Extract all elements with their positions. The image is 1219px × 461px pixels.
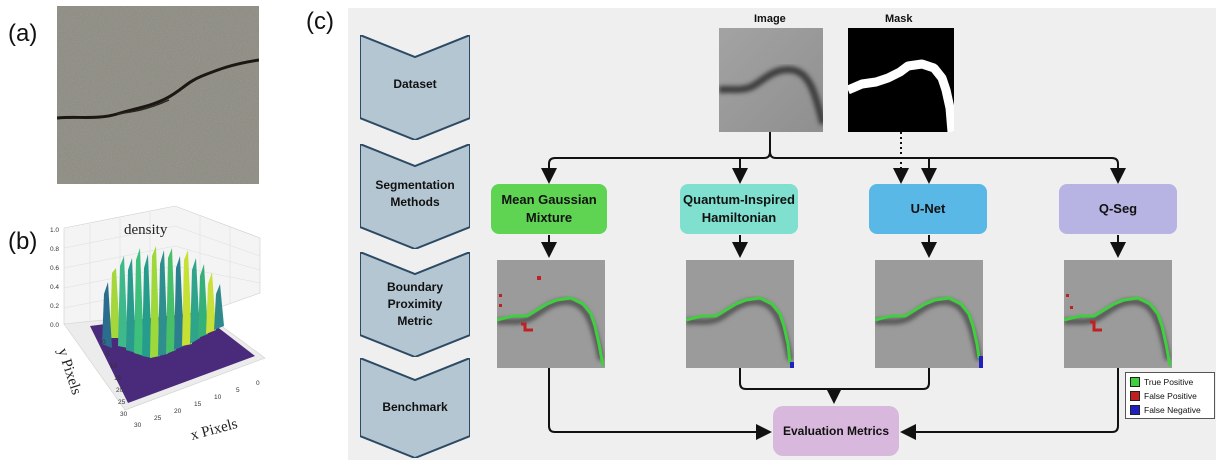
z-tick: 0.6 [50,265,59,272]
output-mean-gaussian-mixture [497,260,605,368]
z-tick: 0.2 [50,303,59,310]
panel-label-c: (c) [306,8,334,35]
stage-label-boundary: Boundary Proximity Metric [386,280,443,328]
stage-chevron-dataset [360,35,470,140]
z-tick: 0.8 [50,246,59,253]
panel-label-b: (b) [8,228,38,255]
stage-label-dataset: Dataset [393,77,437,91]
legend-label: False Positive [1144,391,1197,401]
x-tick: 5 [236,387,240,394]
y-tick: 20 [116,387,124,394]
surface-title: density [124,222,168,238]
y-tick: 30 [120,411,128,418]
legend-item-true-positive: True Positive [1130,377,1193,387]
input-mask [848,28,954,132]
legend-swatch [1130,391,1140,401]
input-image [719,28,823,132]
panel-label-a: (a) [8,20,38,47]
y-tick: 25 [118,399,126,406]
method-quantum-inspired-hamiltonian: Quantum-Inspired Hamiltonian [680,184,798,234]
density-surface-plot: 1.0 0.8 0.6 0.4 0.2 0.0 density 30 25 20… [50,205,266,444]
legend-swatch [1130,377,1140,387]
legend-item-false-positive: False Positive [1130,391,1197,401]
x-tick: 30 [134,422,142,429]
image-caption: Image [754,13,786,25]
legend-swatch [1130,405,1140,415]
stage-chevron-boundary [360,252,470,357]
output-quantum-inspired-hamiltonian [686,260,794,368]
z-tick: 0.4 [50,284,59,291]
legend: True Positive False Positive False Negat… [1125,372,1215,419]
y-tick: 10 [110,363,118,370]
z-tick: 0.0 [50,322,59,329]
x-tick: 20 [174,408,182,415]
method-qseg: Q-Seg [1059,184,1177,234]
stage-label-benchmark: Benchmark [382,400,448,414]
method-mean-gaussian-mixture: Mean Gaussian Mixture [491,184,607,234]
x-tick: 15 [194,401,202,408]
y-tick: 15 [114,375,122,382]
method-unet: U-Net [869,184,987,234]
y-tick: 0 [102,339,106,346]
legend-label: False Negative [1144,405,1201,415]
legend-label: True Positive [1144,377,1194,387]
legend-item-false-negative: False Negative [1130,405,1201,415]
x-tick: 10 [214,394,222,401]
crack-photo [57,6,259,184]
mask-caption: Mask [885,13,913,25]
evaluation-metrics-box: Evaluation Metrics [773,406,899,456]
x-tick: 0 [256,380,260,387]
output-unet [875,260,983,368]
stage-chevron-benchmark [360,358,470,458]
stage-label-segmentation: Segmentation Methods [375,178,455,209]
output-qseg [1064,260,1172,368]
stage-chevron-segmentation [360,144,470,249]
x-tick: 25 [154,415,162,422]
y-tick: 5 [106,351,110,358]
z-tick: 1.0 [50,227,59,234]
